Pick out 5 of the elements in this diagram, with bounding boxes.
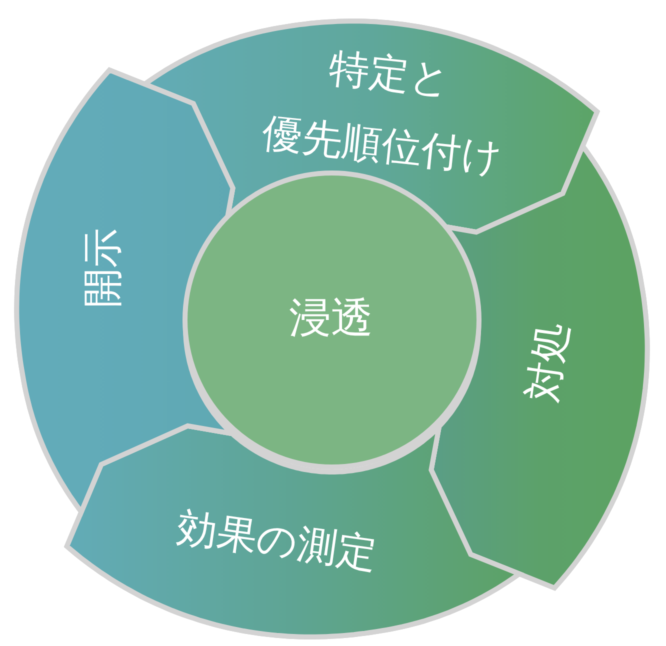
step-label: 特定と優先順位付け [259,44,506,184]
step-label: 開示 [79,228,127,308]
center-label: 浸透 [289,292,373,344]
step-label: 効果の測定 [174,503,380,579]
step-label: 対処 [518,319,578,405]
